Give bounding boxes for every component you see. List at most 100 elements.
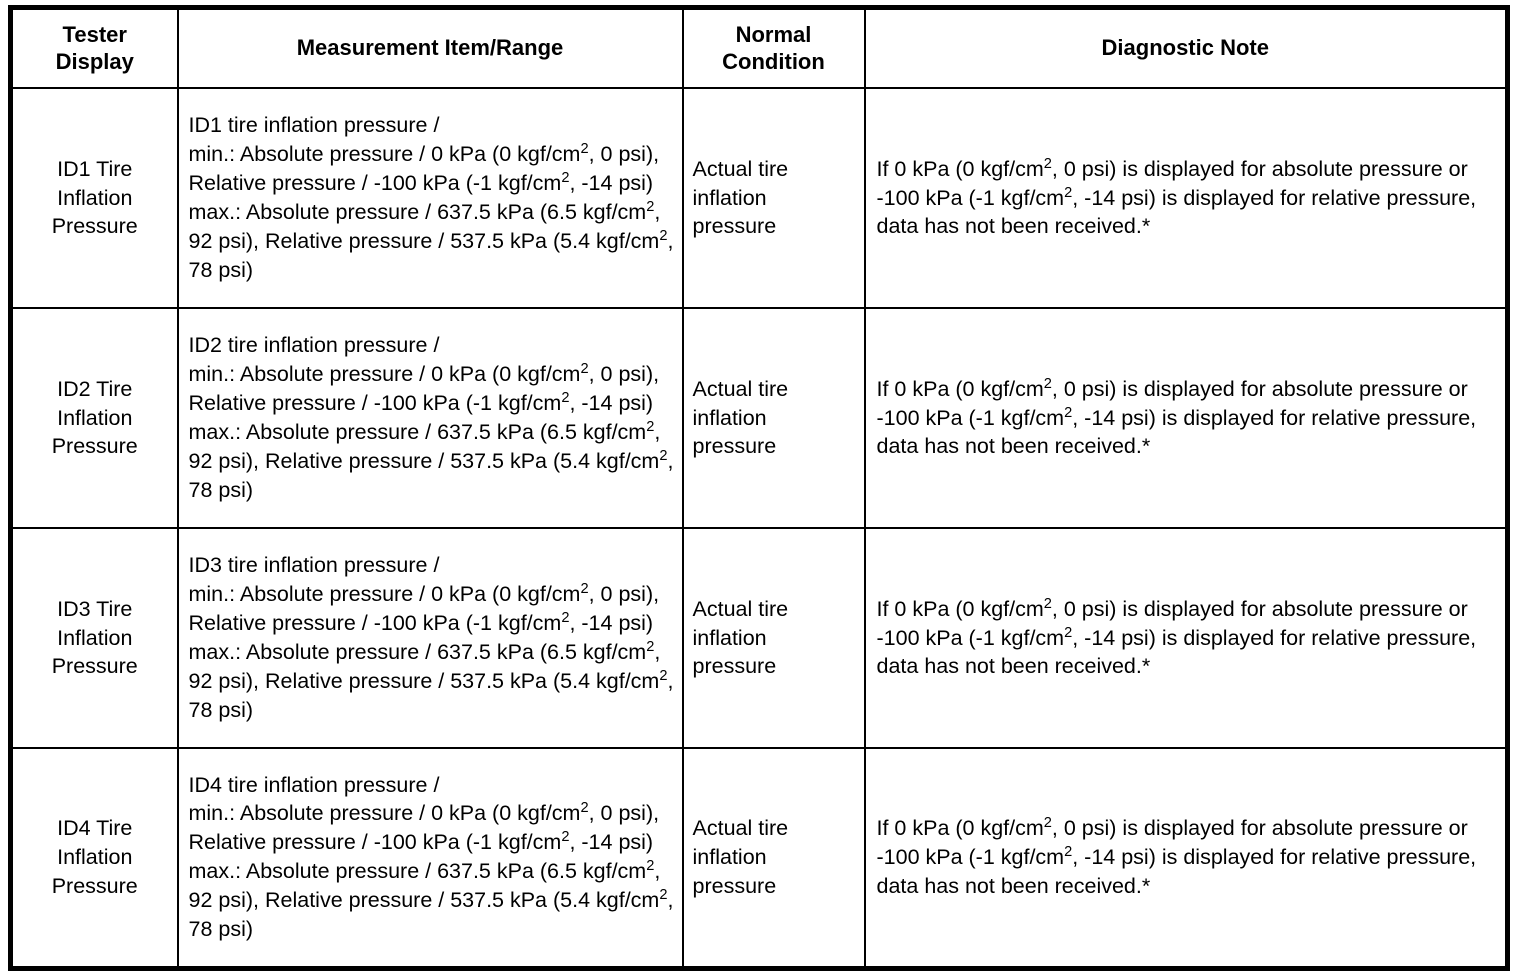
note-superscript-a: 2 xyxy=(1043,375,1052,392)
display-line-3: Pressure xyxy=(51,434,138,459)
cell-normal-condition: Actual tire inflation pressure xyxy=(681,307,866,529)
cell-diagnostic-note: If 0 kPa (0 kgf/cm2, 0 psi) is displayed… xyxy=(863,527,1509,749)
max-text-b: , 92 psi), Relative pressure / 537.5 kPa… xyxy=(188,200,661,253)
min-superscript-b: 2 xyxy=(561,389,570,406)
min-text-a: Absolute pressure / 0 kPa (0 kgf/cm xyxy=(235,142,581,167)
normal-line-1: Actual tire xyxy=(692,815,789,840)
max-text-c: , 78 psi) xyxy=(188,888,674,942)
note-text-c: , -14 psi) is displayed for relative pre… xyxy=(876,625,1477,679)
display-line-2: Inflation xyxy=(57,625,133,650)
cell-measurement-item-range: ID3 tire inflation pressure / min.: Abso… xyxy=(176,527,684,749)
cell-normal-condition: Actual tire inflation pressure xyxy=(681,87,866,309)
measurement-min-range: min.: Absolute pressure / 0 kPa (0 kgf/c… xyxy=(189,580,678,638)
header-line-1: Normal xyxy=(735,21,812,47)
max-text-a: Absolute pressure / 637.5 kPa (6.5 kgf/c… xyxy=(241,200,647,224)
note-superscript-b: 2 xyxy=(1064,184,1073,201)
min-superscript-a: 2 xyxy=(580,581,589,598)
min-label: min.: xyxy=(188,142,236,167)
header-line-2: Display xyxy=(55,48,134,74)
note-text-b: , 0 psi) is displayed for absolute press… xyxy=(876,376,1468,430)
cell-diagnostic-note: If 0 kPa (0 kgf/cm2, 0 psi) is displayed… xyxy=(863,307,1509,529)
display-line-3: Pressure xyxy=(51,873,138,898)
header-line-1: Tester xyxy=(62,21,127,47)
column-header-measurement-item-range: Measurement Item/Range xyxy=(176,6,684,89)
measurement-max-range: max.: Absolute pressure / 637.5 kPa (6.5… xyxy=(189,857,678,944)
normal-line-2: inflation xyxy=(692,844,767,869)
cell-measurement-item-range: ID4 tire inflation pressure / min.: Abso… xyxy=(176,747,684,969)
note-superscript-b: 2 xyxy=(1064,404,1073,421)
measurement-min-range: min.: Absolute pressure / 0 kPa (0 kgf/c… xyxy=(189,799,678,857)
measurement-min-range: min.: Absolute pressure / 0 kPa (0 kgf/c… xyxy=(189,140,678,198)
min-text-b: , 0 psi), Relative pressure / -100 kPa (… xyxy=(188,362,660,416)
note-text-c: , -14 psi) is displayed for relative pre… xyxy=(876,405,1477,459)
display-line-3: Pressure xyxy=(51,214,138,239)
note-text-a: If 0 kPa (0 kgf/cm xyxy=(876,596,1044,621)
min-text-c: , -14 psi) xyxy=(569,391,654,416)
max-text-b: , 92 psi), Relative pressure / 537.5 kPa… xyxy=(188,859,661,913)
min-superscript-a: 2 xyxy=(580,361,589,378)
min-text-c: , -14 psi) xyxy=(569,611,654,636)
note-superscript-b: 2 xyxy=(1064,843,1073,860)
note-superscript-b: 2 xyxy=(1064,624,1073,641)
max-superscript-a: 2 xyxy=(646,418,655,435)
min-label: min.: xyxy=(188,801,236,826)
max-label: max.: xyxy=(188,420,242,444)
max-text-a: Absolute pressure / 637.5 kPa (6.5 kgf/c… xyxy=(241,420,647,444)
max-superscript-b: 2 xyxy=(659,227,668,244)
min-text-c: , -14 psi) xyxy=(569,171,654,196)
header-row: Tester Display Measurement Item/Range No… xyxy=(9,6,1509,89)
min-superscript-b: 2 xyxy=(561,609,570,626)
min-label: min.: xyxy=(188,582,236,607)
normal-line-3: pressure xyxy=(692,434,777,459)
note-superscript-a: 2 xyxy=(1043,595,1052,612)
display-line-1: ID1 Tire xyxy=(57,156,133,181)
cell-diagnostic-note: If 0 kPa (0 kgf/cm2, 0 psi) is displayed… xyxy=(863,747,1509,969)
cell-normal-condition: Actual tire inflation pressure xyxy=(681,747,866,969)
cell-diagnostic-note: If 0 kPa (0 kgf/cm2, 0 psi) is displayed… xyxy=(863,87,1509,309)
min-text-a: Absolute pressure / 0 kPa (0 kgf/cm xyxy=(235,801,581,826)
normal-line-2: inflation xyxy=(692,405,767,430)
min-text-b: , 0 psi), Relative pressure / -100 kPa (… xyxy=(188,582,660,636)
display-line-3: Pressure xyxy=(51,654,138,679)
max-label: max.: xyxy=(188,859,242,884)
cell-tester-display: ID2 Tire Inflation Pressure xyxy=(9,307,179,529)
header-line-1: Measurement Item/Range xyxy=(296,35,564,61)
table-row: ID4 Tire Inflation Pressure ID4 tire inf… xyxy=(9,747,1509,969)
cell-tester-display: ID1 Tire Inflation Pressure xyxy=(9,87,179,309)
column-header-diagnostic-note: Diagnostic Note xyxy=(863,6,1509,89)
display-line-1: ID2 Tire xyxy=(57,376,133,401)
min-text-c: , -14 psi) xyxy=(569,830,654,855)
column-header-tester-display: Tester Display xyxy=(9,6,179,89)
max-text-b: , 92 psi), Relative pressure / 537.5 kPa… xyxy=(188,420,661,473)
measurement-title: ID1 tire inflation pressure / xyxy=(188,113,440,138)
measurement-min-range: min.: Absolute pressure / 0 kPa (0 kgf/c… xyxy=(189,360,678,418)
max-superscript-b: 2 xyxy=(659,887,668,903)
normal-line-3: pressure xyxy=(692,873,777,898)
min-superscript-b: 2 xyxy=(561,169,570,186)
note-superscript-a: 2 xyxy=(1043,814,1052,831)
max-text-a: Absolute pressure / 637.5 kPa (6.5 kgf/c… xyxy=(241,859,647,884)
measurement-max-range: max.: Absolute pressure / 637.5 kPa (6.5… xyxy=(189,198,678,285)
normal-line-2: inflation xyxy=(692,625,767,650)
column-header-normal-condition: Normal Condition xyxy=(681,6,866,89)
diagnostic-specification-table: Tester Display Measurement Item/Range No… xyxy=(8,5,1510,971)
display-line-1: ID4 Tire xyxy=(57,815,133,840)
table-header: Tester Display Measurement Item/Range No… xyxy=(9,6,1509,89)
cell-normal-condition: Actual tire inflation pressure xyxy=(681,527,866,749)
normal-line-1: Actual tire xyxy=(692,376,789,401)
display-line-2: Inflation xyxy=(57,844,133,869)
note-superscript-a: 2 xyxy=(1043,155,1052,172)
normal-line-3: pressure xyxy=(692,214,777,239)
measurement-max-range: max.: Absolute pressure / 637.5 kPa (6.5… xyxy=(189,418,678,505)
display-line-1: ID3 Tire xyxy=(57,596,133,621)
note-text-a: If 0 kPa (0 kgf/cm xyxy=(876,815,1044,840)
min-superscript-a: 2 xyxy=(580,800,589,817)
measurement-title: ID4 tire inflation pressure / xyxy=(188,772,440,797)
normal-line-2: inflation xyxy=(692,185,767,210)
min-text-b: , 0 psi), Relative pressure / -100 kPa (… xyxy=(188,801,660,855)
cell-measurement-item-range: ID1 tire inflation pressure / min.: Abso… xyxy=(176,87,684,309)
max-label: max.: xyxy=(188,640,242,664)
max-text-c: , 78 psi) xyxy=(188,228,674,282)
header-line-1: Diagnostic Note xyxy=(1101,35,1269,61)
